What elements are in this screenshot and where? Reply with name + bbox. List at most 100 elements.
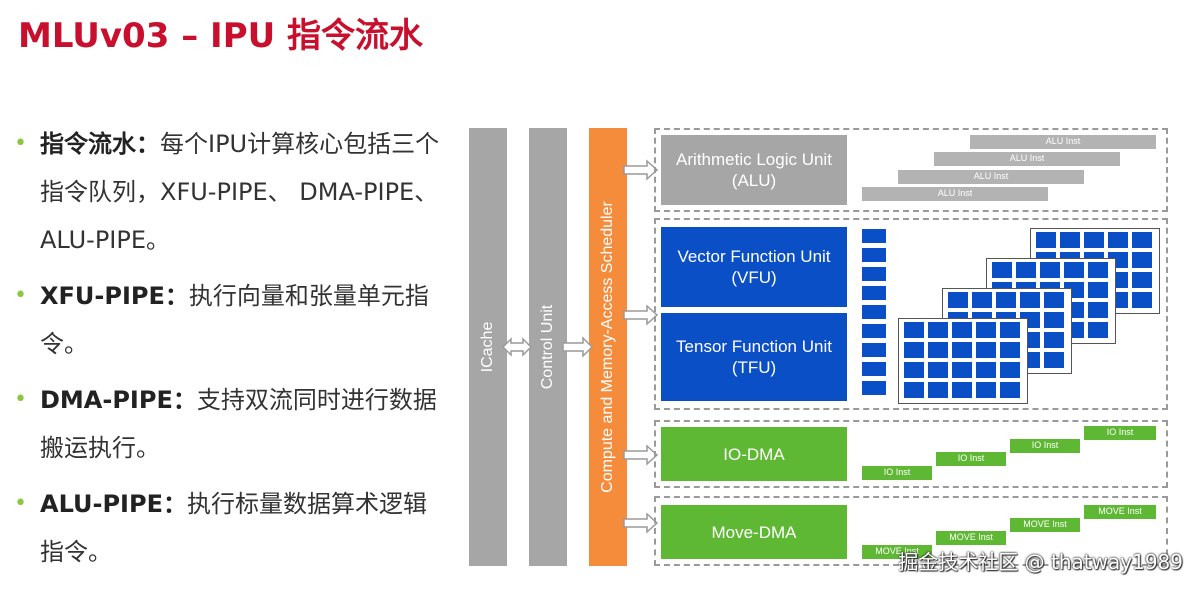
bullet-item: • XFU-PIPE：执行向量和张量单元指令。 [14,272,444,368]
bullet-head: 指令流水： [40,130,160,158]
tensor-cell [1000,382,1020,398]
tensor-cell [952,322,972,338]
page-title: MLUv03 – IPU 指令流水 [18,16,424,56]
io-dma-unit: IO-DMA [661,427,847,481]
xfu-pipe-box [654,218,1168,410]
bullet-body: 执行向量和张量单元指令。 [40,282,429,358]
move-inst: MOVE Inst [1010,518,1080,532]
move-dma-label: Move-DMA [711,522,797,542]
tensor-cell [1016,262,1036,278]
bullet-body: 支持双流同时进行数据搬运执行。 [40,386,437,462]
bullet-dot-icon: • [14,387,27,412]
right-arrow-icon [562,336,594,358]
bullet-body: 每个IPU计算核心包括三个指令队列，XFU-PIPE、 DMA-PIPE、ALU… [40,130,440,254]
right-arrow-icon [623,444,659,466]
move-inst: MOVE Inst [862,545,932,559]
tensor-cell [1044,292,1064,308]
scheduler-bar: Compute and Memory-Access Scheduler [589,128,627,566]
bullet-head: XFU-PIPE： [40,282,189,310]
io-dma-box [654,420,1168,488]
tensor-cell [1108,232,1128,248]
bullet-dot-icon: • [14,283,27,308]
watermark: 掘金技术社区 @ thatway1989 [898,550,1183,574]
tfu-unit: Tensor Function Unit (TFU) [661,313,847,401]
tensor-cell [1088,302,1108,318]
alu-line2: (ALU) [731,171,777,190]
tensor-cell [928,322,948,338]
tensor-cell [1060,232,1080,248]
bullet-head: DMA-PIPE： [40,386,197,414]
tensor-cell [1132,292,1152,308]
tensor-cell [1044,312,1064,328]
alu-line1: Arithmetic Logic Unit [676,150,832,169]
tensor-cell [976,362,996,378]
alu-inst: ALU Inst [970,135,1156,149]
tensor-cell [904,342,924,358]
tensor-cell [1088,322,1108,338]
alu-inst: ALU Inst [934,152,1120,166]
tensor-cell [1000,362,1020,378]
bullet-head: ALU-PIPE： [40,490,187,518]
control-unit-bar: Control Unit [529,128,567,566]
tensor-cell [928,342,948,358]
io-inst: IO Inst [936,452,1006,466]
tensor-cell [1040,262,1060,278]
alu-inst: ALU Inst [898,170,1084,184]
io-dma-label: IO-DMA [723,444,785,464]
tensor-cell [1084,232,1104,248]
tensor-cell [1132,272,1152,288]
tensor-cell [972,292,992,308]
tensor-cell [1020,292,1040,308]
tensor-cell [976,342,996,358]
tensor-cell [996,292,1016,308]
vfu-line1: Vector Function Unit [677,247,831,266]
right-arrow-icon [623,159,659,181]
bullet-dot-icon: • [14,131,27,156]
vfu-unit: Vector Function Unit (VFU) [661,227,847,307]
alu-pipe-box [654,128,1168,212]
tensor-cell [952,382,972,398]
tensor-cell [1132,232,1152,248]
bullet-dot-icon: • [14,491,27,516]
double-arrow-icon [501,337,533,357]
bullet-list: • 指令流水：每个IPU计算核心包括三个指令队列，XFU-PIPE、 DMA-P… [14,120,444,584]
right-arrow-icon [623,512,659,534]
vfu-line2: (VFU) [731,268,777,287]
tensor-cell [976,322,996,338]
tensor-cell [952,362,972,378]
tensor-cell [904,362,924,378]
io-inst: IO Inst [1010,439,1080,453]
tfu-line1: Tensor Function Unit [676,337,832,356]
tensor-cell [1000,342,1020,358]
tensor-cell [1132,252,1152,268]
tensor-cell [928,382,948,398]
tensor-cell [1088,262,1108,278]
tensor-cell [952,342,972,358]
bullet-item: • 指令流水：每个IPU计算核心包括三个指令队列，XFU-PIPE、 DMA-P… [14,120,444,264]
tensor-cell [948,292,968,308]
tensor-cell [928,362,948,378]
tensor-cell [1000,322,1020,338]
right-arrow-icon [623,304,659,326]
tensor-cell [976,382,996,398]
tensor-cell [1088,282,1108,298]
move-dma-unit: Move-DMA [661,505,847,559]
tensor-cell [904,322,924,338]
tensor-cell [1044,332,1064,348]
bullet-body: 执行标量数据算术逻辑指令。 [40,490,427,566]
bullet-item: • ALU-PIPE：执行标量数据算术逻辑指令。 [14,480,444,576]
io-inst: IO Inst [862,466,932,480]
tensor-cell [1036,232,1056,248]
move-dma-box [654,496,1168,566]
tfu-line2: (TFU) [731,358,777,377]
alu-inst: ALU Inst [862,187,1048,201]
tensor-cell [992,262,1012,278]
move-inst: MOVE Inst [1084,505,1156,519]
tensor-cell [1064,262,1084,278]
io-inst: IO Inst [1084,426,1156,440]
tensor-cell [1044,352,1064,368]
alu-unit: Arithmetic Logic Unit (ALU) [661,135,847,205]
tensor-cell [904,382,924,398]
icache-bar: ICache [469,128,507,566]
